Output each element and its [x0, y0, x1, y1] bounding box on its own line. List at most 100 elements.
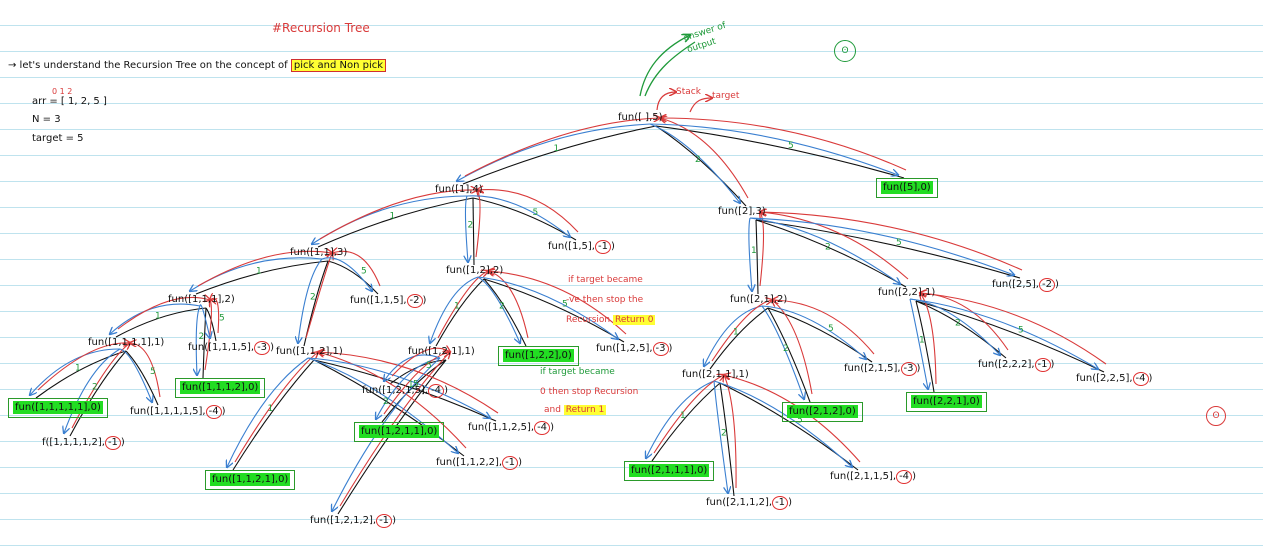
return-arrow	[772, 300, 875, 355]
tree-node-n122: fun([1,2,2],0)	[498, 346, 579, 366]
edge-label: 5	[361, 267, 367, 277]
node-label: fun([2,1],2)	[730, 294, 788, 305]
tree-edge	[195, 260, 329, 295]
edge-label: 1	[733, 328, 739, 338]
edge-label: 1	[75, 364, 81, 374]
tree-edge	[202, 307, 207, 379]
node-label: fun([2,1,5],	[844, 363, 901, 374]
edge-label: 5	[533, 208, 539, 218]
tree-edge	[232, 359, 315, 471]
node-label: fun([2,5],	[992, 279, 1039, 290]
tree-node-n1212: fun([1,2,1,2],-1)	[310, 514, 396, 528]
pick-nonpick-highlight: pick and Non pick	[290, 59, 387, 72]
edge-label: 2	[383, 397, 389, 407]
smiley-icon-2: ʘ	[1206, 406, 1226, 426]
edge-label: 1	[454, 302, 460, 312]
edge-label: 2	[199, 332, 205, 342]
node-label: f([1,1,1,1,2],	[42, 437, 105, 448]
edge-label: 5	[788, 141, 794, 151]
edge-label: 1	[390, 212, 396, 222]
tree-edge	[709, 307, 769, 370]
node-return-value: -1	[1034, 358, 1051, 372]
call-arrow	[749, 217, 900, 284]
call-arrow	[199, 304, 210, 338]
call-arrow	[761, 305, 866, 359]
return-arrow	[130, 343, 161, 398]
edge-label: 2	[310, 293, 316, 303]
array-indices: 0 1 2	[52, 87, 73, 96]
node-return-value: -4	[428, 384, 445, 398]
tree-edges	[35, 125, 1105, 515]
node-label: fun([2,2],1)	[878, 287, 936, 298]
return-arrow	[37, 343, 130, 391]
node-paren: )	[788, 497, 792, 508]
node-return-value: -1	[376, 514, 393, 528]
edge-label: 1	[256, 267, 262, 277]
success-node-highlight: fun([1,1,2,1],0)	[210, 473, 291, 486]
node-paren: )	[550, 422, 554, 433]
node-label: fun([2],3)	[718, 206, 766, 217]
tree-node-n112: fun([1,1,2],1)	[276, 346, 343, 358]
edge-label: 2	[92, 383, 98, 393]
return-arrow	[760, 212, 909, 280]
tree-node-n222: fun([2,2,2],-1)	[978, 358, 1054, 372]
node-label: fun([2,2,5],	[1076, 373, 1133, 384]
node-label: fun([1,2,5],	[596, 343, 653, 354]
edge-label: 2	[695, 155, 701, 165]
node-label: fun([1,1,1],2)	[168, 294, 235, 305]
tree-node-n1: fun([1],4)	[435, 184, 483, 196]
edge-label: 1	[408, 380, 414, 390]
rule-negative-1: if target became	[568, 275, 643, 285]
success-node-highlight: fun([2,2,1],0)	[911, 395, 982, 408]
tree-edge	[327, 260, 379, 295]
edge-label: 5	[828, 324, 834, 334]
node-label: fun([1,1,2,2],	[436, 457, 503, 468]
node-return-value: -4	[534, 421, 551, 435]
return-arrow	[234, 352, 318, 463]
node-paren: )	[120, 437, 125, 448]
return-arrow	[305, 253, 332, 339]
call-arrow	[749, 217, 1014, 275]
call-arrow	[477, 276, 618, 339]
success-node-highlight: fun([1,1,1,2],0)	[180, 381, 261, 394]
call-arrow	[909, 298, 1098, 369]
call-arrow	[749, 217, 752, 291]
tree-node-n221: fun([2,2,1],0)	[906, 392, 987, 412]
node-label: fun([1,1,1,5],	[188, 342, 255, 353]
node-paren: )	[221, 406, 226, 417]
tree-edge	[35, 350, 127, 399]
tree-edge	[755, 219, 759, 295]
return-arrow	[318, 352, 499, 414]
edge-label: 5	[896, 238, 902, 248]
return-arrow	[488, 271, 627, 335]
target-arrow	[689, 98, 712, 113]
array-definition: arr = [ 1, 2, 5 ]	[32, 96, 107, 107]
tree-node-n2112: fun([2,1,1,2],-1)	[706, 496, 792, 510]
tree-node-n1112: fun([1,1,1,2],0)	[175, 378, 266, 398]
call-arrow	[119, 348, 152, 402]
stack-arrow	[656, 92, 676, 111]
node-paren: )	[912, 471, 916, 482]
tree-node-n113: fun([1,1,5],-2)	[350, 294, 426, 308]
tree-node-n1113: fun([1,1,1,5],-3)	[188, 341, 274, 355]
tree-node-n13: fun([1,5],-1)	[548, 240, 615, 254]
n-value: N = 3	[32, 114, 61, 125]
tree-edge	[655, 125, 905, 179]
tree-edge	[483, 278, 625, 343]
tree-edge	[767, 307, 811, 403]
call-arrow	[466, 195, 570, 237]
tree-edge	[69, 350, 127, 437]
return-arrow	[71, 343, 130, 429]
call-arrow	[909, 298, 928, 389]
edge-label: 2	[499, 302, 505, 312]
success-node-highlight: fun([1,1,1,1,1],0)	[13, 401, 103, 414]
intro-text: → let's understand the Recursion Tree on…	[8, 59, 387, 72]
tree-edge	[483, 278, 527, 347]
edge-labels: 125125125125125125125125125125125125	[75, 141, 1024, 439]
node-paren: )	[444, 385, 448, 396]
tree-node-n11112: f([1,1,1,1,2],-1)	[42, 436, 125, 450]
node-return-value: -1	[502, 456, 519, 470]
return-arrow	[660, 118, 749, 199]
tree-edge	[472, 197, 577, 241]
node-label: fun([1,1,2,5],	[468, 422, 535, 433]
